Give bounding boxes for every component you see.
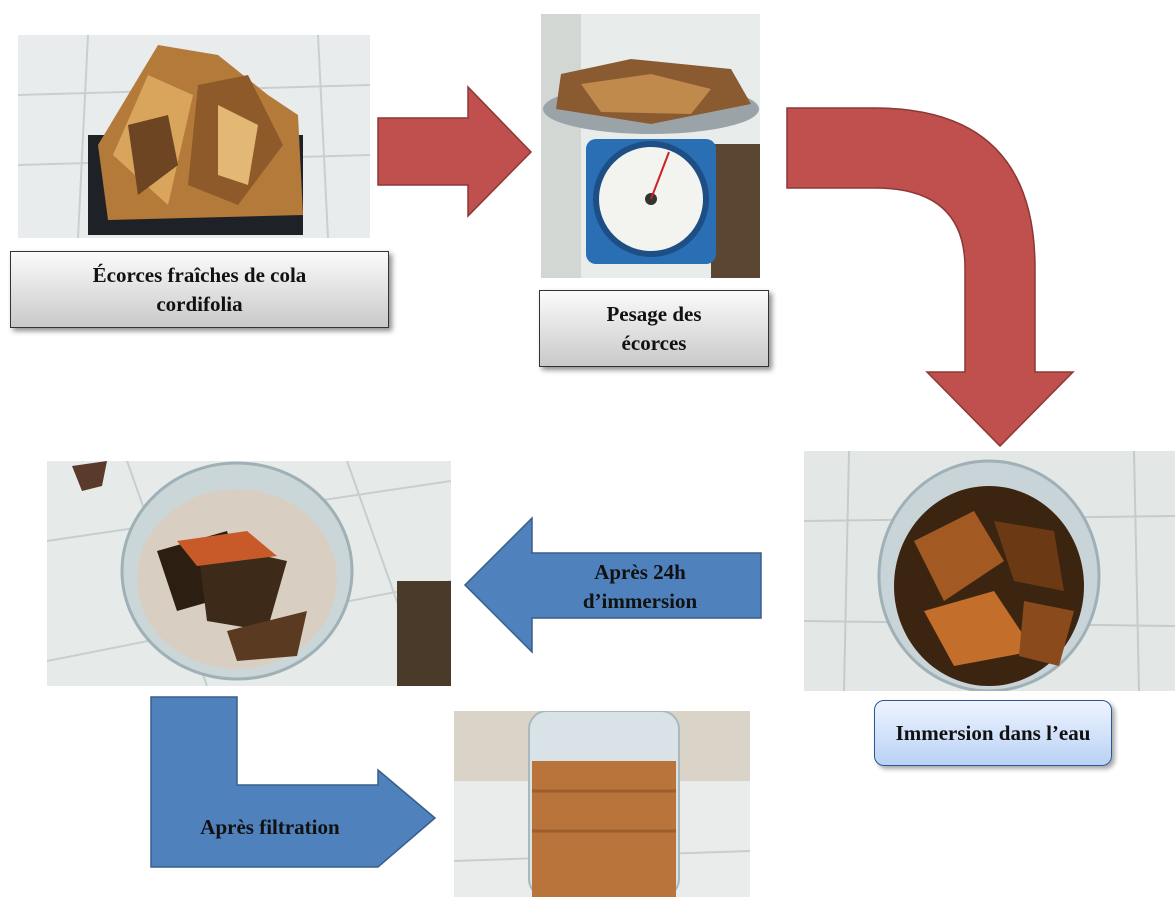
blue-arrow-l-shape xyxy=(150,696,437,868)
immersion-photo xyxy=(804,451,1175,691)
blue-arrow-left xyxy=(463,516,762,654)
after-24h-arrow-text: Après 24h d’immersion xyxy=(582,560,698,613)
filtered-extract-photo xyxy=(454,711,750,897)
immersion-label-text: Immersion dans l’eau xyxy=(895,720,1091,745)
fresh-bark-photo xyxy=(18,35,370,238)
weighing-label-text: Pesage des écorces xyxy=(606,301,702,355)
red-arrow-bend-down xyxy=(786,107,1075,448)
weighing-label: Pesage des écorces xyxy=(539,290,769,367)
weighing-scale-photo xyxy=(541,14,760,278)
red-arrow-right xyxy=(377,85,533,218)
fresh-bark-label-text: Écorces fraîches de cola cordifolia xyxy=(92,262,307,316)
after-24h-photo xyxy=(47,461,451,686)
immersion-label: Immersion dans l’eau xyxy=(874,700,1112,766)
after-filtration-arrow-text: Après filtration xyxy=(200,815,340,839)
fresh-bark-label: Écorces fraîches de cola cordifolia xyxy=(10,251,389,328)
